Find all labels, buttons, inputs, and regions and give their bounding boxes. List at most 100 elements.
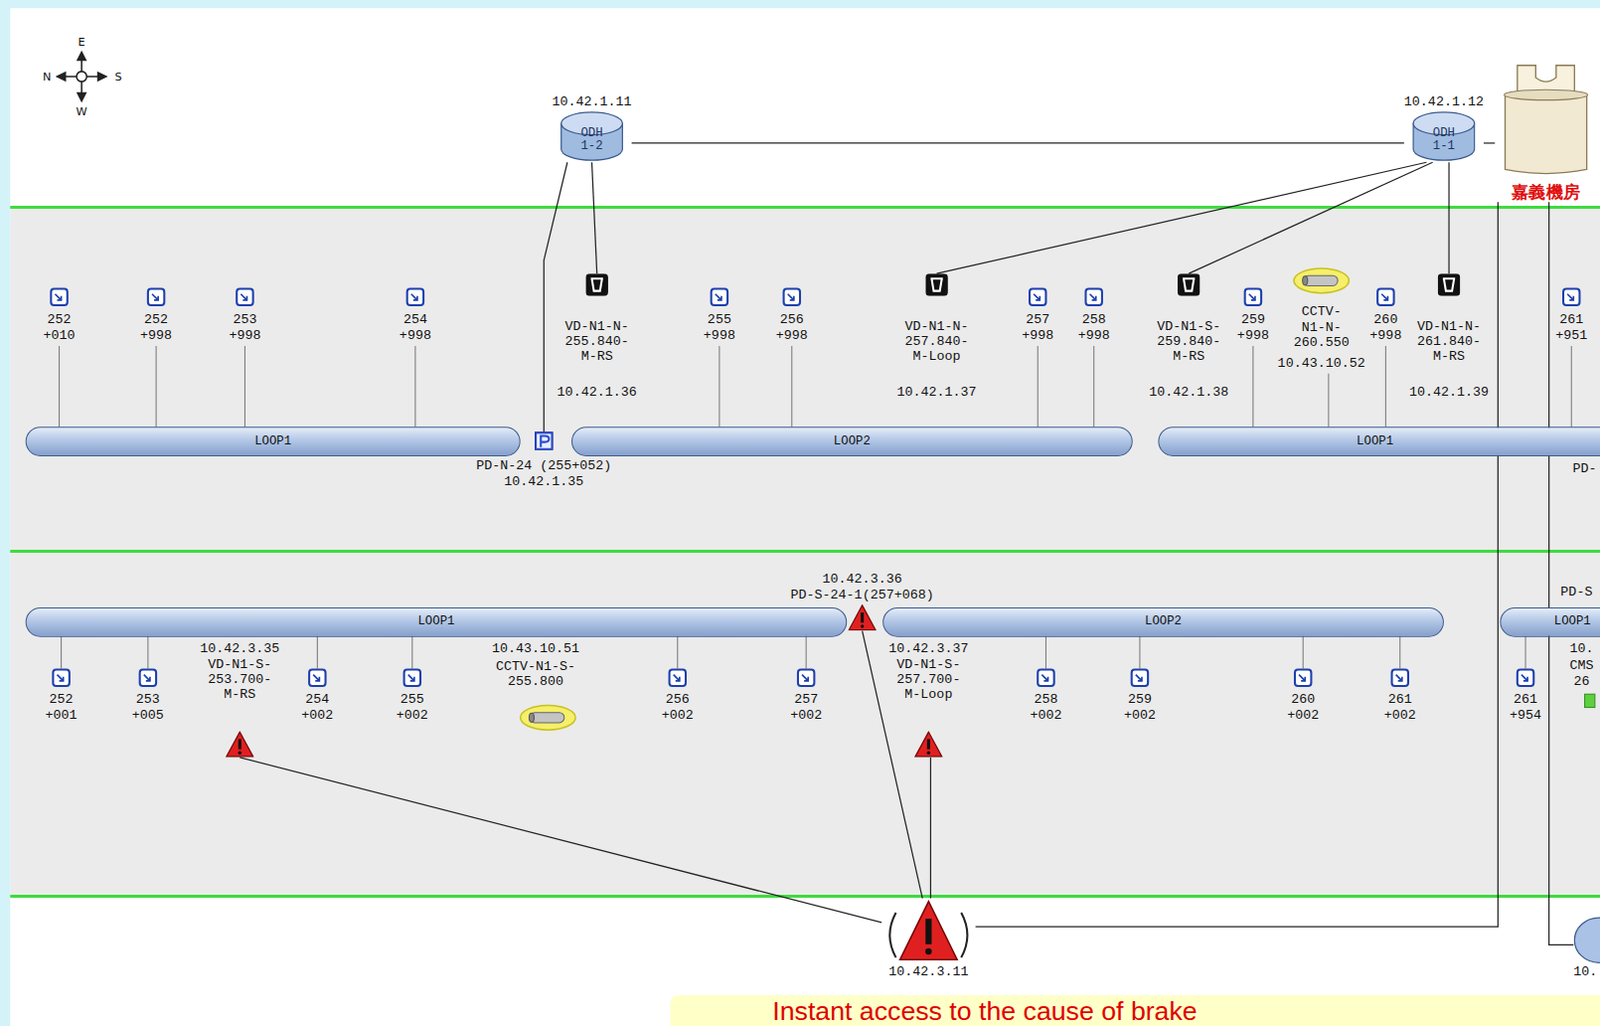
device-name: VD-N1-S- 259.840- M-RS: [1151, 318, 1226, 364]
road-band: [9, 206, 1600, 896]
alarm-device: 10.42.3.36PD-S-24-1(257+068): [791, 571, 935, 632]
building-icon: [1494, 63, 1598, 178]
detector-mark: [1567, 294, 1574, 301]
odh-switch: 10.42.1.11ODH 1-2: [551, 93, 632, 162]
detector-mark: [788, 294, 795, 301]
device-name: VD-N1-N- 261.840- M-RS: [1412, 318, 1486, 364]
ip-address: 10.42.3.36: [822, 571, 903, 587]
network-link: [1447, 161, 1449, 274]
detector-mark: [1381, 294, 1388, 301]
room-name: 嘉義機房: [1511, 181, 1582, 203]
compass-letter: W: [76, 104, 88, 120]
loop-bar: LOOP2: [571, 426, 1133, 457]
station-label: CCTV-N1-S- 255.800: [492, 657, 579, 689]
network-link: [239, 757, 882, 923]
compass-hub: [76, 71, 87, 82]
odh-cylinder: ODH 1-1: [1412, 111, 1476, 162]
loop-bar: LOOP1: [25, 426, 521, 457]
leader-line: [317, 636, 319, 669]
cctv-lens: [1302, 276, 1308, 286]
cctv-icon: [520, 705, 576, 731]
detector-icon: [404, 669, 421, 686]
station-label: 261 +954: [1505, 691, 1547, 723]
station-label: 259 +002: [1119, 691, 1160, 723]
alarm-dot: [927, 751, 931, 755]
network-link: [937, 161, 1428, 274]
ip-address: 10.42.1.11: [551, 93, 632, 109]
vd-icon: [585, 273, 609, 297]
loop-bar: LOOP2: [882, 607, 1444, 638]
station-label: 255 +998: [698, 312, 740, 343]
leader-line: [411, 636, 413, 669]
compass-heads: [57, 51, 107, 101]
compass: [57, 51, 107, 101]
detector-mark: [801, 674, 808, 681]
station-label: 257 +002: [786, 691, 827, 723]
detector-mark: [54, 294, 61, 301]
detector-mark: [144, 674, 151, 681]
detector-icon: [1131, 669, 1148, 686]
loop-name: LOOP1: [1554, 614, 1592, 630]
alarm-device: 10.42.3.35VD-N1-S- 253.700- M-RS: [199, 640, 280, 758]
cms-sign: [1585, 693, 1596, 707]
leader-line: [156, 345, 158, 427]
station-label: 252 +010: [38, 312, 80, 343]
station-label: 260 +002: [1282, 691, 1324, 723]
detector-icon: [1029, 289, 1046, 306]
vd-cup: [590, 278, 603, 291]
alarm-bar: [860, 612, 864, 623]
leader-line: [1045, 636, 1047, 669]
leader-line: [1093, 345, 1095, 427]
lane-line: [9, 894, 1600, 898]
icons: [50, 268, 1596, 730]
alarm-triangle: [226, 731, 254, 757]
station-label: 261 +951: [1551, 312, 1593, 343]
vd-icon: [925, 273, 949, 297]
alarm-dot: [860, 624, 864, 628]
device-name: VD-N1-N- 255.840- M-RS: [560, 318, 635, 364]
alarm-icon: [881, 898, 975, 964]
loop-name: LOOP2: [1144, 614, 1182, 630]
ip-address: 10.42.3.35: [199, 640, 280, 656]
loop-bar: LOOP1: [1157, 426, 1600, 457]
station-label: 253 +005: [127, 691, 168, 723]
ip-address: 10.42.1.12: [1404, 93, 1484, 109]
detector-mark: [1135, 674, 1142, 681]
compass-letter: N: [42, 69, 51, 85]
detector-mark: [240, 294, 247, 301]
alarm-icon: [225, 730, 255, 758]
leader-line: [1138, 636, 1140, 669]
compass-letter: S: [115, 69, 123, 85]
leader-line: [1571, 345, 1573, 427]
alarm-triangle: [915, 731, 943, 757]
ip-address: 10.42.1.38: [1148, 384, 1229, 400]
vd-cup: [930, 278, 943, 291]
device-name: VD-N1-N- 257.840- M-Loop: [900, 318, 974, 364]
alarm-icon: [847, 604, 877, 632]
lane-line: [9, 549, 1600, 553]
network-link: [1483, 142, 1495, 144]
vd-icon: [585, 273, 609, 297]
vehicle-detector: VD-N1-S- 259.840- M-RS 10.42.1.38: [1148, 273, 1229, 400]
vd-icon: [1438, 273, 1461, 297]
network-link: [592, 161, 598, 274]
network-link: [930, 757, 932, 899]
station-label: 254 +998: [394, 312, 436, 343]
detector-icon: [1245, 289, 1262, 306]
detector-icon: [50, 289, 67, 306]
detector-icon: [1517, 669, 1534, 686]
vd-icon: [1177, 273, 1201, 297]
alarm-switch: 10.42.3.11: [881, 898, 975, 979]
ip-address: 10.42.1.39: [1409, 384, 1489, 400]
lane-line: [9, 205, 1600, 209]
vehicle-detector: VD-N1-N- 255.840- M-RS10.42.1.36: [557, 273, 638, 400]
loop-name: LOOP1: [417, 614, 455, 630]
odh-cylinder: ODH 1-2: [560, 111, 625, 162]
device-name: PD-N-24 (255+052): [476, 458, 612, 474]
odh-icon: [1573, 916, 1600, 963]
loop-name: LOOP1: [1356, 433, 1394, 449]
station-label: 261 +002: [1379, 691, 1421, 723]
station-label: PD-S: [1560, 583, 1593, 599]
alarm-bar: [925, 918, 932, 945]
station-label: 260 +998: [1365, 312, 1407, 343]
